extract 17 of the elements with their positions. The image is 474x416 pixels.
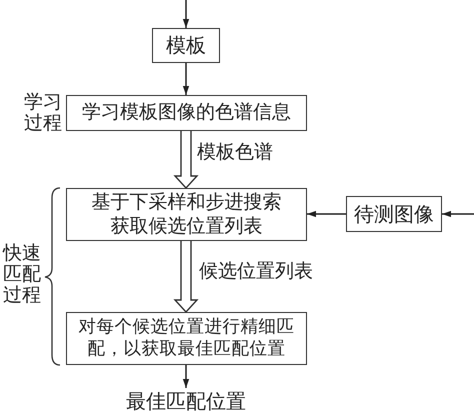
side-label: 学习过程 (24, 92, 63, 134)
arrow (442, 210, 474, 218)
process-box: 学习模板图像的色谱信息 (66, 95, 307, 131)
arrow (182, 63, 190, 95)
input-box: 待测图像 (346, 196, 442, 232)
process-box: 对每个候选位置进行精细匹配，以获取最佳匹配位置 (66, 312, 307, 365)
group-label: 快速匹配过程 (3, 243, 42, 306)
hollow-arrow (173, 240, 199, 314)
hollow-arrow (173, 130, 199, 190)
edge-label: 模板色谱 (197, 142, 273, 163)
arrow (182, 365, 190, 388)
process-box: 基于下采样和步进搜索获取候选位置列表 (66, 188, 307, 241)
edge-label: 候选位置列表 (199, 261, 313, 282)
arrow (307, 210, 346, 218)
process-box: 模板 (152, 28, 220, 63)
arrow (182, 0, 190, 28)
output-text: 最佳匹配位置 (121, 388, 251, 414)
